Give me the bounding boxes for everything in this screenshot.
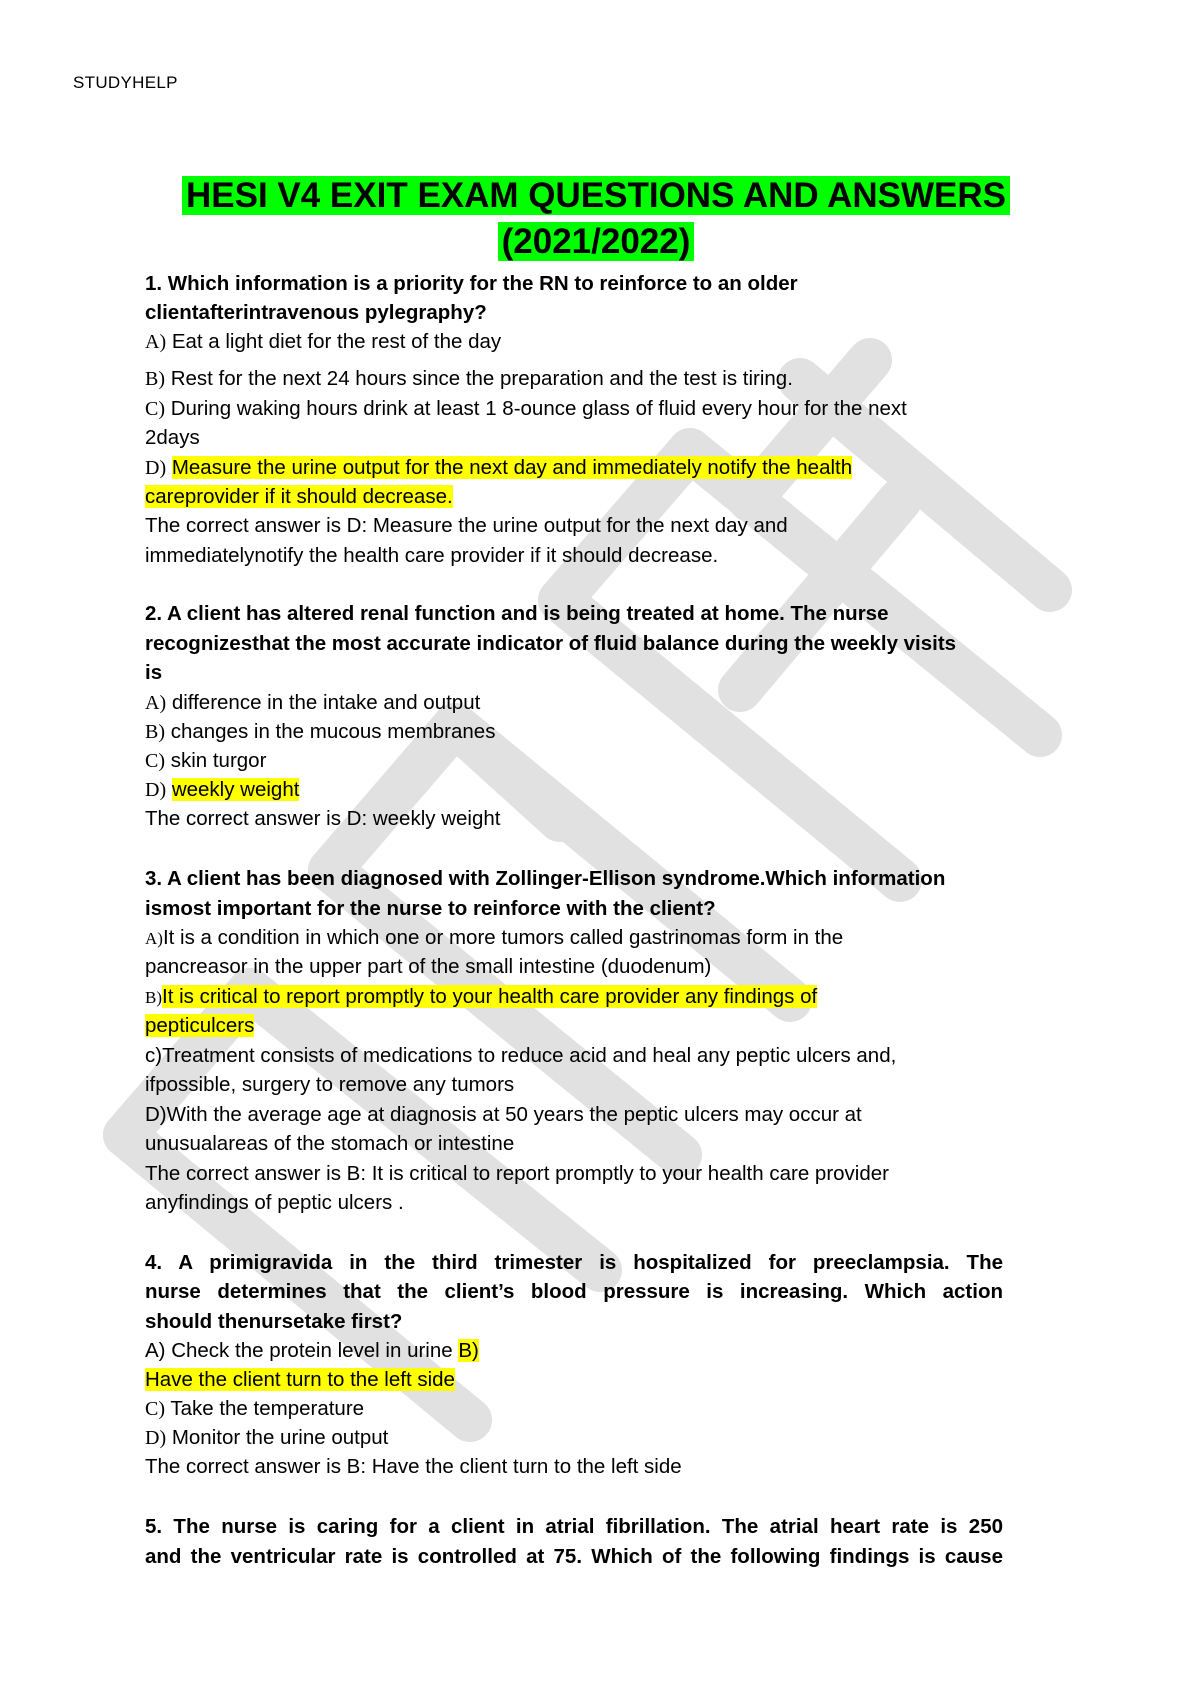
q4-option-a: A) Check the protein level in urine B) <box>145 1338 479 1364</box>
q3-answer-line1: The correct answer is B: It is critical … <box>145 1162 889 1185</box>
q3-stem-line2: ismost important for the nurse to reinfo… <box>145 897 716 920</box>
q4-option-b: Have the client turn to the left side <box>145 1367 455 1393</box>
q1-option-d-letter: D) <box>145 457 167 479</box>
q2-option-b-text: changes in the mucous membranes <box>170 720 496 743</box>
q4-option-d-letter: D) <box>145 1427 167 1449</box>
q2-option-d-letter: D) <box>145 779 167 801</box>
document-header: STUDYHELP <box>73 73 178 92</box>
q1-stem-line2: clientafterintravenous pylegraphy? <box>145 301 487 324</box>
q3-option-a-letter: A) <box>145 929 163 948</box>
q1-answer-line2: immediatelynotify the health care provid… <box>145 544 719 567</box>
q3-option-a-text-line2: pancreasor in the upper part of the smal… <box>145 955 712 978</box>
q4-option-c: C) Take the temperature <box>145 1396 364 1422</box>
q2-option-a: A) difference in the intake and output <box>145 690 480 716</box>
q1-option-a: A) Eat a light diet for the rest of the … <box>145 329 501 355</box>
q1-option-a-letter: A) <box>145 331 167 353</box>
q3-option-b-text-line1: It is critical to report promptly to you… <box>162 985 818 1008</box>
page-title: HESI V4 EXIT EXAM QUESTIONS AND ANSWERS <box>0 174 1192 218</box>
q2-option-c: C) skin turgor <box>145 748 266 774</box>
q1-option-d: D) Measure the urine output for the next… <box>145 455 853 481</box>
q2-option-d-text: weekly weight <box>171 778 300 801</box>
q3-option-d-line1: D)With the average age at diagnosis at 5… <box>145 1103 862 1126</box>
page-title-year: (2021/2022) <box>0 220 1192 264</box>
q4-option-c-text: Take the temperature <box>170 1397 365 1420</box>
q2-option-c-text: skin turgor <box>170 749 267 772</box>
q1-option-b-text: Rest for the next 24 hours since the pre… <box>170 367 793 390</box>
q4-stem-line1: 4. A primigravida in the third trimester… <box>145 1251 1003 1274</box>
q2-option-b-letter: B) <box>145 721 165 743</box>
title-line-2: (2021/2022) <box>497 222 695 261</box>
q4-stem-line3: should thenursetake first? <box>145 1310 403 1333</box>
q2-option-a-letter: A) <box>145 692 167 714</box>
q4-option-b-text: Have the client turn to the left side <box>145 1368 455 1391</box>
q4-option-d: D) Monitor the urine output <box>145 1425 388 1451</box>
q5-stem-line1: 5. The nurse is caring for a client in a… <box>145 1515 1003 1538</box>
q2-option-b: B) changes in the mucous membranes <box>145 719 495 745</box>
q4-option-d-text: Monitor the urine output <box>171 1426 389 1449</box>
q2-stem-line1: 2. A client has altered renal function a… <box>145 602 889 625</box>
q1-option-d-line2-wrap: careprovider if it should decrease. <box>145 484 453 510</box>
q1-option-c-text-line2: 2days <box>145 426 200 449</box>
q1-option-c-letter: C) <box>145 398 165 420</box>
q3-answer-line2: anyfindings of peptic ulcers . <box>145 1191 404 1214</box>
q3-option-a: A)It is a condition in which one or more… <box>145 925 843 952</box>
q3-option-b: B)It is critical to report promptly to y… <box>145 984 818 1011</box>
q1-option-b-letter: B) <box>145 368 165 390</box>
q2-option-d: D) weekly weight <box>145 777 300 803</box>
q3-option-b-line2-wrap: pepticulcers <box>145 1013 255 1039</box>
q3-option-d-line2: unusualareas of the stomach or intestine <box>145 1132 515 1155</box>
q4-answer: The correct answer is B: Have the client… <box>145 1455 682 1478</box>
q4-stem-line2: nurse determines that the client’s blood… <box>145 1280 1003 1303</box>
q2-option-a-text: difference in the intake and output <box>171 691 481 714</box>
q3-option-c-line1: c)Treatment consists of medications to r… <box>145 1044 897 1067</box>
q1-option-c: C) During waking hours drink at least 1 … <box>145 396 907 422</box>
q1-option-d-text-line2: careprovider if it should decrease. <box>145 485 453 508</box>
q1-answer-line1: The correct answer is D: Measure the uri… <box>145 514 788 537</box>
q3-option-b-letter: B) <box>145 988 162 1007</box>
q3-stem-line1: 3. A client has been diagnosed with Zoll… <box>145 867 946 890</box>
q3-option-a-text-line1: It is a condition in which one or more t… <box>162 926 844 949</box>
q4-option-a-text: A) Check the protein level in urine <box>145 1339 453 1362</box>
title-line-1: HESI V4 EXIT EXAM QUESTIONS AND ANSWERS <box>181 176 1011 215</box>
q3-option-b-text-line2: pepticulcers <box>145 1014 255 1037</box>
q1-option-d-text-line1: Measure the urine output for the next da… <box>171 456 853 479</box>
q1-option-a-text: Eat a light diet for the rest of the day <box>171 330 502 353</box>
q2-option-c-letter: C) <box>145 750 165 772</box>
q2-answer: The correct answer is D: weekly weight <box>145 807 501 830</box>
q1-option-c-text-line1: During waking hours drink at least 1 8-o… <box>170 397 907 420</box>
q1-option-b: B) Rest for the next 24 hours since the … <box>145 366 793 392</box>
q2-stem-line3: is <box>145 661 163 684</box>
q4-option-b-letter: B) <box>458 1339 479 1362</box>
q2-stem-line2: recognizesthat the most accurate indicat… <box>145 632 957 655</box>
q5-stem-line2: and the ventricular rate is controlled a… <box>145 1545 1003 1568</box>
q1-stem-line1: 1. Which information is a priority for t… <box>145 272 798 295</box>
q3-option-c-line2: ifpossible, surgery to remove any tumors <box>145 1073 515 1096</box>
q4-option-c-letter: C) <box>145 1398 165 1420</box>
